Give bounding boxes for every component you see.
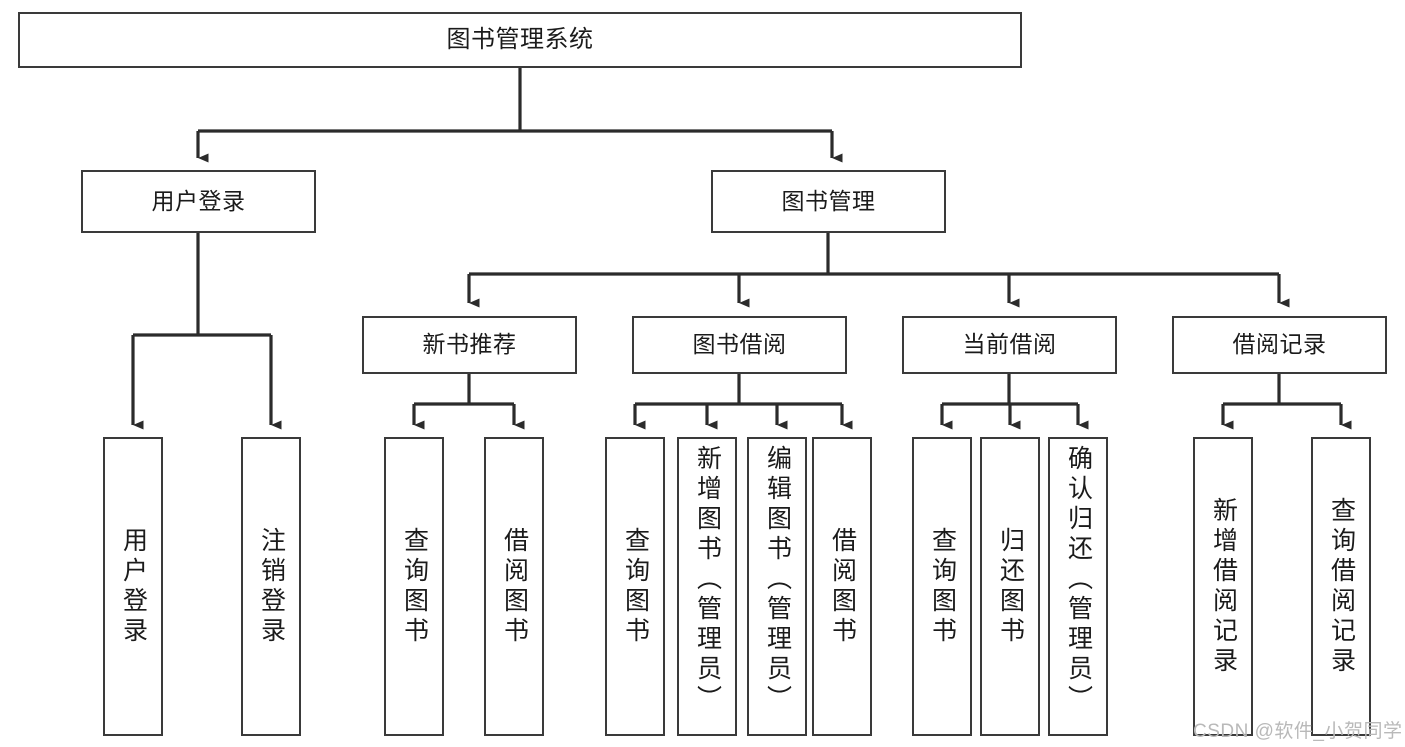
watermark: CSDN @软件_小贺同学	[1193, 721, 1403, 742]
node-leaf-add-record-label: 新增借阅记录	[1209, 496, 1238, 677]
node-book-manage[interactable]: 图书管理	[711, 170, 946, 233]
node-new-book-rec-label: 新书推荐	[422, 331, 517, 358]
node-leaf-add-book-label: 新增图书（管理员）	[693, 445, 722, 715]
node-root-label: 图书管理系统	[446, 25, 594, 53]
node-leaf-query-book-3[interactable]: 查询图书	[912, 437, 972, 736]
node-leaf-add-record[interactable]: 新增借阅记录	[1193, 437, 1253, 736]
node-root[interactable]: 图书管理系统	[18, 12, 1022, 68]
node-book-manage-label: 图书管理	[781, 187, 876, 214]
node-borrow-record-label: 借阅记录	[1232, 331, 1327, 358]
node-book-borrow[interactable]: 图书借阅	[632, 316, 847, 374]
node-leaf-return-book-label: 归还图书	[996, 526, 1025, 647]
node-current-borrow-label: 当前借阅	[962, 331, 1057, 358]
node-leaf-query-book-2[interactable]: 查询图书	[605, 437, 665, 736]
node-leaf-query-book-1[interactable]: 查询图书	[384, 437, 444, 736]
node-current-borrow[interactable]: 当前借阅	[902, 316, 1117, 374]
node-leaf-add-book[interactable]: 新增图书（管理员）	[677, 437, 737, 736]
node-leaf-borrow-book-1-label: 借阅图书	[500, 526, 529, 647]
node-leaf-query-book-1-label: 查询图书	[400, 526, 429, 647]
node-leaf-query-book-3-label: 查询图书	[928, 526, 957, 647]
node-borrow-record[interactable]: 借阅记录	[1172, 316, 1387, 374]
node-leaf-borrow-book-2[interactable]: 借阅图书	[812, 437, 872, 736]
node-book-borrow-label: 图书借阅	[692, 331, 787, 358]
node-leaf-query-book-2-label: 查询图书	[621, 526, 650, 647]
node-leaf-borrow-book-1[interactable]: 借阅图书	[484, 437, 544, 736]
node-user-login[interactable]: 用户登录	[81, 170, 316, 233]
node-leaf-return-book[interactable]: 归还图书	[980, 437, 1040, 736]
node-leaf-query-record-label: 查询借阅记录	[1327, 496, 1356, 677]
node-leaf-query-record[interactable]: 查询借阅记录	[1311, 437, 1371, 736]
node-new-book-rec[interactable]: 新书推荐	[362, 316, 577, 374]
node-leaf-user-login[interactable]: 用户登录	[103, 437, 163, 736]
node-leaf-borrow-book-2-label: 借阅图书	[828, 526, 857, 647]
node-leaf-confirm-return-label: 确认归还（管理员）	[1064, 445, 1093, 715]
node-leaf-edit-book[interactable]: 编辑图书（管理员）	[747, 437, 807, 736]
node-leaf-edit-book-label: 编辑图书（管理员）	[763, 445, 792, 715]
node-leaf-user-logout-label: 注销登录	[257, 526, 286, 647]
node-leaf-confirm-return[interactable]: 确认归还（管理员）	[1048, 437, 1108, 736]
node-leaf-user-login-label: 用户登录	[119, 526, 148, 647]
node-leaf-user-logout[interactable]: 注销登录	[241, 437, 301, 736]
node-user-login-label: 用户登录	[151, 187, 246, 214]
